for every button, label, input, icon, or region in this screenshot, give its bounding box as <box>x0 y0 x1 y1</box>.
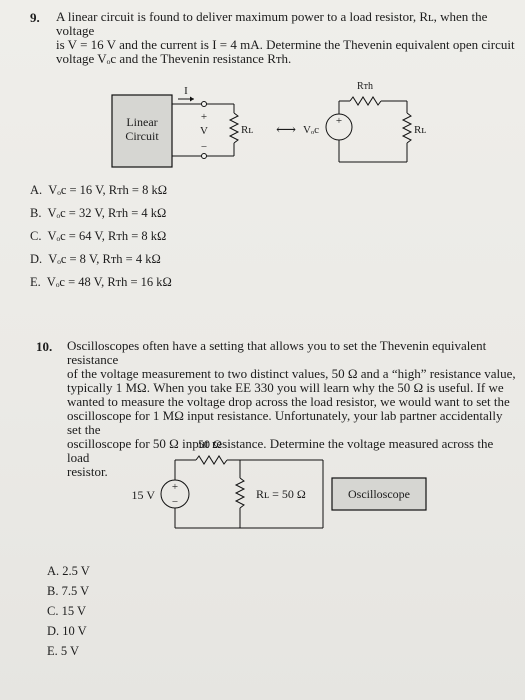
q9-line: voltage Vₒc and the Thevenin resistance … <box>56 51 292 66</box>
choice-text: 10 V <box>62 624 87 638</box>
q9-line: is V = 16 V and the current is I = 4 mA.… <box>56 37 515 52</box>
load-resistor <box>234 477 246 509</box>
q10-line: of the voltage measurement to two distin… <box>67 366 516 381</box>
source-minus: − <box>172 496 178 508</box>
oscilloscope-box <box>331 477 427 511</box>
q9-circuit-diagram: Linear Circuit I + V − Rʟ ⟷ Vₒc + Rᴛh <box>111 81 426 168</box>
choice-text: Vₒc = 8 V, Rᴛh = 4 kΩ <box>48 252 161 266</box>
choice-text: Vₒc = 16 V, Rᴛh = 8 kΩ <box>48 183 167 197</box>
rl-right-label: Rʟ <box>414 124 426 136</box>
choice-letter: C. <box>30 229 42 243</box>
choice-text: Vₒc = 32 V, Rᴛh = 4 kΩ <box>47 206 167 220</box>
choice-letter: C. <box>47 604 59 618</box>
box-label-line-2: Circuit <box>125 129 159 143</box>
q10-choice-a[interactable]: A. 2.5 V <box>47 564 90 579</box>
q9-choice-e[interactable]: E. Vₒc = 48 V, Rᴛh = 16 kΩ <box>30 275 172 290</box>
minus-sign: − <box>201 141 207 153</box>
q10-line: oscilloscope for 1 MΩ input resistance. … <box>67 408 503 437</box>
source-voltage-label: 15 V <box>132 488 156 502</box>
choice-letter: B. <box>47 584 59 598</box>
q9-line: A linear circuit is found to deliver max… <box>56 9 488 38</box>
equivalence-arrow: ⟷ <box>276 123 296 138</box>
load-resistor-label: Rʟ = 50 Ω <box>256 487 306 501</box>
choice-text: 15 V <box>61 604 87 618</box>
q10-choice-d[interactable]: D. 10 V <box>47 624 87 639</box>
choice-letter: A. <box>30 183 43 197</box>
choice-letter: B. <box>30 206 42 220</box>
voltage-label: V <box>200 125 208 137</box>
choice-letter: E. <box>47 644 58 658</box>
choice-letter: E. <box>30 275 41 289</box>
linear-circuit-box <box>111 94 173 168</box>
choice-text: Vₒc = 48 V, Rᴛh = 16 kΩ <box>46 275 172 289</box>
series-resistor <box>195 455 228 465</box>
choice-text: 2.5 V <box>62 564 90 578</box>
q9-choice-a[interactable]: A. Vₒc = 16 V, Rᴛh = 8 kΩ <box>30 183 167 198</box>
q10-choice-c[interactable]: C. 15 V <box>47 604 86 619</box>
q10-choice-b[interactable]: B. 7.5 V <box>47 584 89 599</box>
q9-choice-c[interactable]: C. Vₒc = 64 V, Rᴛh = 8 kΩ <box>30 229 166 244</box>
choice-letter: D. <box>47 624 60 638</box>
current-label: I <box>184 85 188 97</box>
choice-text: 7.5 V <box>61 584 90 598</box>
q9-number: 9. <box>30 10 40 25</box>
choice-text: 5 V <box>60 644 80 658</box>
q10-line: Oscilloscopes often have a setting that … <box>67 338 487 367</box>
choice-text: Vₒc = 64 V, Rᴛh = 8 kΩ <box>47 229 167 243</box>
box-label-line-1: Linear <box>126 115 157 129</box>
rth-resistor <box>349 96 382 106</box>
rth-label: Rᴛh <box>357 81 373 92</box>
q9-choice-d[interactable]: D. Vₒc = 8 V, Rᴛh = 4 kΩ <box>30 252 161 267</box>
q9-question-text: A linear circuit is found to deliver max… <box>56 10 516 66</box>
choice-letter: D. <box>30 252 43 266</box>
rl-right-resistor <box>401 112 413 144</box>
series-resistor-label: 50 Ω <box>198 437 222 451</box>
rl-left-resistor <box>228 112 240 144</box>
q10-choice-e[interactable]: E. 5 V <box>47 644 79 659</box>
q10-line: wanted to measure the voltage drop acros… <box>67 394 510 409</box>
voc-plus: + <box>336 115 342 127</box>
plus-sign: + <box>201 111 207 123</box>
q9-choice-b[interactable]: B. Vₒc = 32 V, Rᴛh = 4 kΩ <box>30 206 166 221</box>
q10-question-text: Oscilloscopes often have a setting that … <box>67 339 517 479</box>
choice-letter: A. <box>47 564 60 578</box>
voc-label: Vₒc <box>303 124 319 136</box>
q10-line: resistor. <box>67 464 108 479</box>
rl-left-label: Rʟ <box>241 124 253 136</box>
q10-number: 10. <box>36 339 53 354</box>
q10-line: oscilloscope for 50 Ω input resistance. … <box>67 436 494 465</box>
source-plus: + <box>172 481 178 493</box>
oscilloscope-label: Oscilloscope <box>348 487 410 501</box>
q10-circuit-diagram: 50 Ω + − 15 V Rʟ = 50 Ω Oscilloscope <box>132 437 427 529</box>
q10-line: typically 1 MΩ. When you take EE 330 you… <box>67 380 504 395</box>
